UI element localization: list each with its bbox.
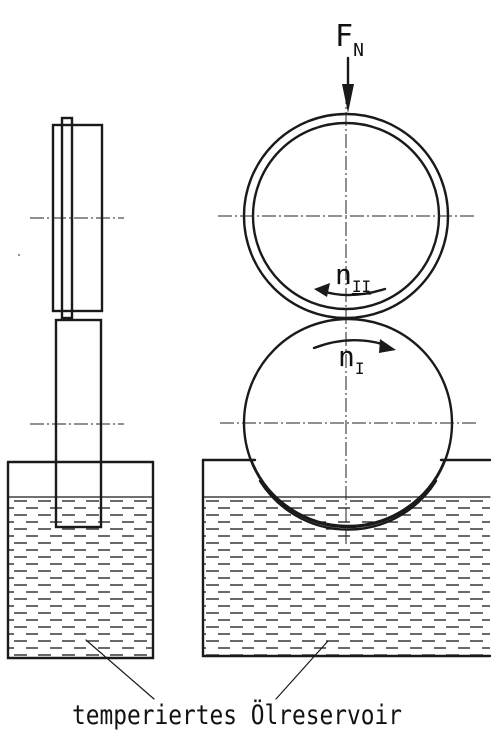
front-lower-disc-rim <box>250 460 446 528</box>
front-oil-fill <box>203 498 490 656</box>
side-view <box>6 116 155 660</box>
force-label: FN <box>335 19 364 61</box>
rotation-arrow-lower-head <box>379 339 396 353</box>
front-view <box>201 56 492 658</box>
rotation-arrow-upper-head <box>314 283 330 297</box>
side-reservoir-wall <box>6 460 155 660</box>
force-arrow-head <box>342 84 354 113</box>
rotation-arrow-lower <box>312 338 388 350</box>
front-lower-disc-bottom <box>258 479 438 531</box>
speed-lower-label: nI <box>338 340 365 378</box>
reservoir-label: temperiertes Ölreservoir <box>72 699 402 730</box>
side-oil-fill <box>8 498 153 658</box>
leader-line-right <box>275 640 329 700</box>
speed-upper-label: nII <box>335 258 371 296</box>
leader-line-left <box>85 639 155 700</box>
front-reservoir-wall <box>201 458 492 658</box>
